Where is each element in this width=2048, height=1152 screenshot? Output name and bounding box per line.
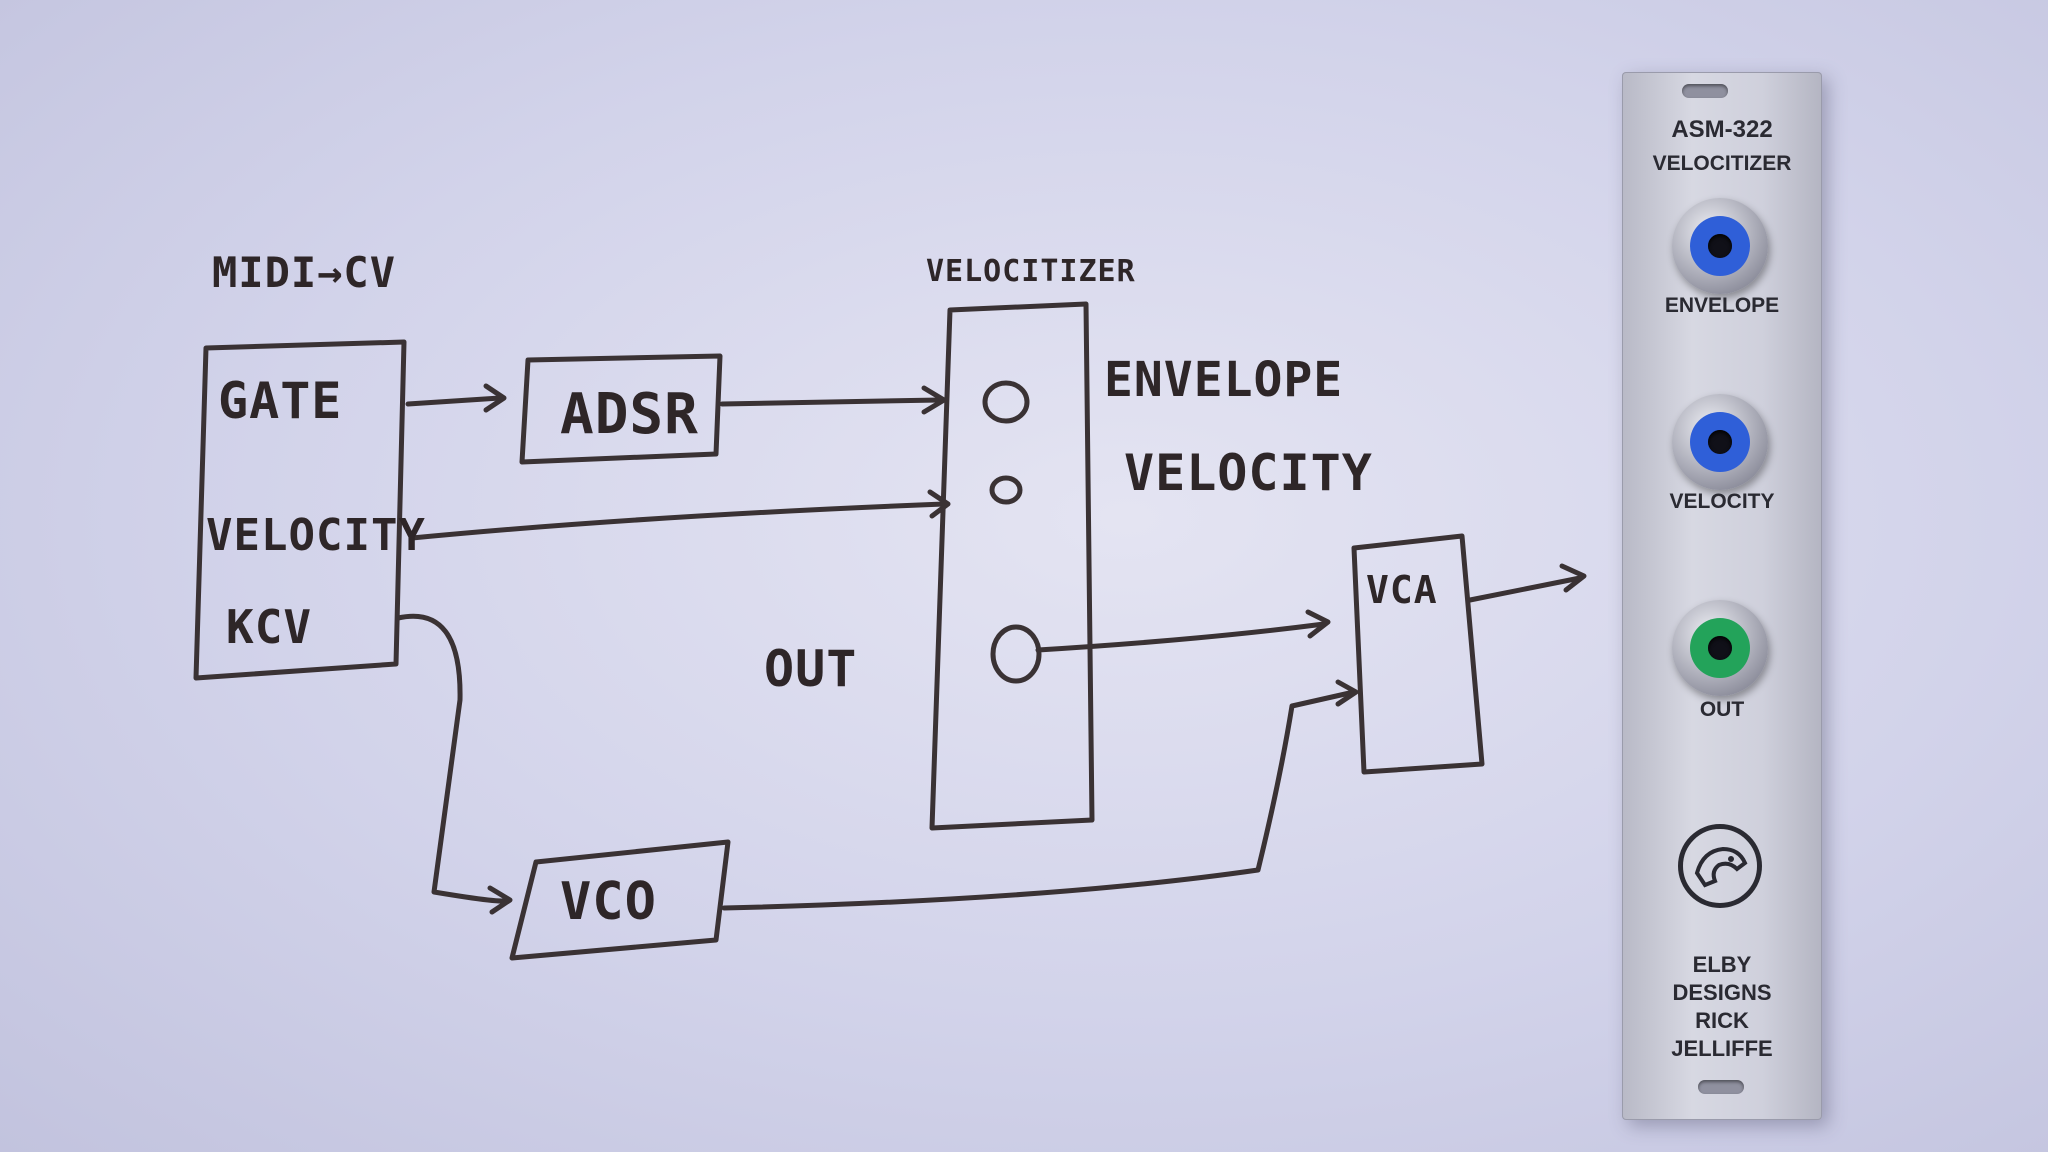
adsr-label: ADSR bbox=[560, 382, 699, 447]
credit-line-1: ELBY bbox=[1692, 952, 1752, 977]
credit-line-2: DESIGNS bbox=[1672, 980, 1772, 1005]
credit-line-3: RICK bbox=[1695, 1008, 1749, 1033]
out-jack-label: OUT bbox=[1699, 698, 1745, 721]
envelope-jack-label: ENVELOPE bbox=[1664, 294, 1780, 317]
out-jack-ring bbox=[1690, 618, 1750, 678]
vco-box bbox=[509, 839, 731, 961]
velocity-wire bbox=[409, 501, 947, 541]
velocitizer-box bbox=[929, 301, 1095, 831]
velocitizer-title: VELOCITIZER bbox=[926, 254, 1136, 289]
out-jack[interactable] bbox=[1672, 600, 1768, 696]
sketch-out-jack bbox=[990, 624, 1042, 684]
vca-label: VCA bbox=[1366, 568, 1438, 612]
out-jack-label: OUT bbox=[764, 640, 858, 698]
credit-line-4: JELLIFFE bbox=[1671, 1036, 1773, 1061]
envelope-jack[interactable] bbox=[1672, 198, 1768, 294]
vco-label: VCO bbox=[560, 872, 657, 932]
out-to-vca-wire bbox=[1035, 621, 1327, 653]
bottom-mounting-slot bbox=[1698, 1080, 1744, 1094]
vco-to-vca-wire bbox=[721, 689, 1357, 911]
kcv-to-vco-wire bbox=[395, 613, 509, 904]
midi-cv-box bbox=[193, 339, 407, 681]
vca-box bbox=[1351, 533, 1485, 775]
top-mounting-slot bbox=[1682, 84, 1728, 98]
velocity-jack-label: VELOCITY bbox=[1124, 444, 1373, 502]
gate-to-adsr-wire bbox=[405, 395, 503, 407]
adsr-to-envelope-wire bbox=[719, 397, 943, 407]
vca-output-wire bbox=[1467, 575, 1583, 603]
sketch-envelope-jack bbox=[982, 380, 1030, 424]
velocity-jack[interactable] bbox=[1672, 394, 1768, 490]
kcv-label: KCV bbox=[226, 600, 313, 654]
module-model: ASM-322 bbox=[1671, 116, 1773, 143]
gate-label: GATE bbox=[218, 372, 343, 430]
midi-cv-title: MIDI→CV bbox=[212, 248, 397, 297]
envelope-jack-ring bbox=[1690, 216, 1750, 276]
sketch-velocity-jack bbox=[989, 475, 1023, 505]
envelope-jack-label: ENVELOPE bbox=[1104, 352, 1344, 408]
adsr-box bbox=[519, 353, 723, 465]
module-name: VELOCITIZER bbox=[1652, 152, 1792, 175]
velocitizer-module-panel: ASM-322 VELOCITIZER ENVELOPE VELOCITY OU… bbox=[1622, 72, 1822, 1120]
velocity-jack-label: VELOCITY bbox=[1669, 490, 1775, 513]
velocity-output-label: VELOCITY bbox=[206, 510, 426, 561]
panther-logo-icon bbox=[1678, 824, 1762, 908]
velocity-jack-ring bbox=[1690, 412, 1750, 472]
